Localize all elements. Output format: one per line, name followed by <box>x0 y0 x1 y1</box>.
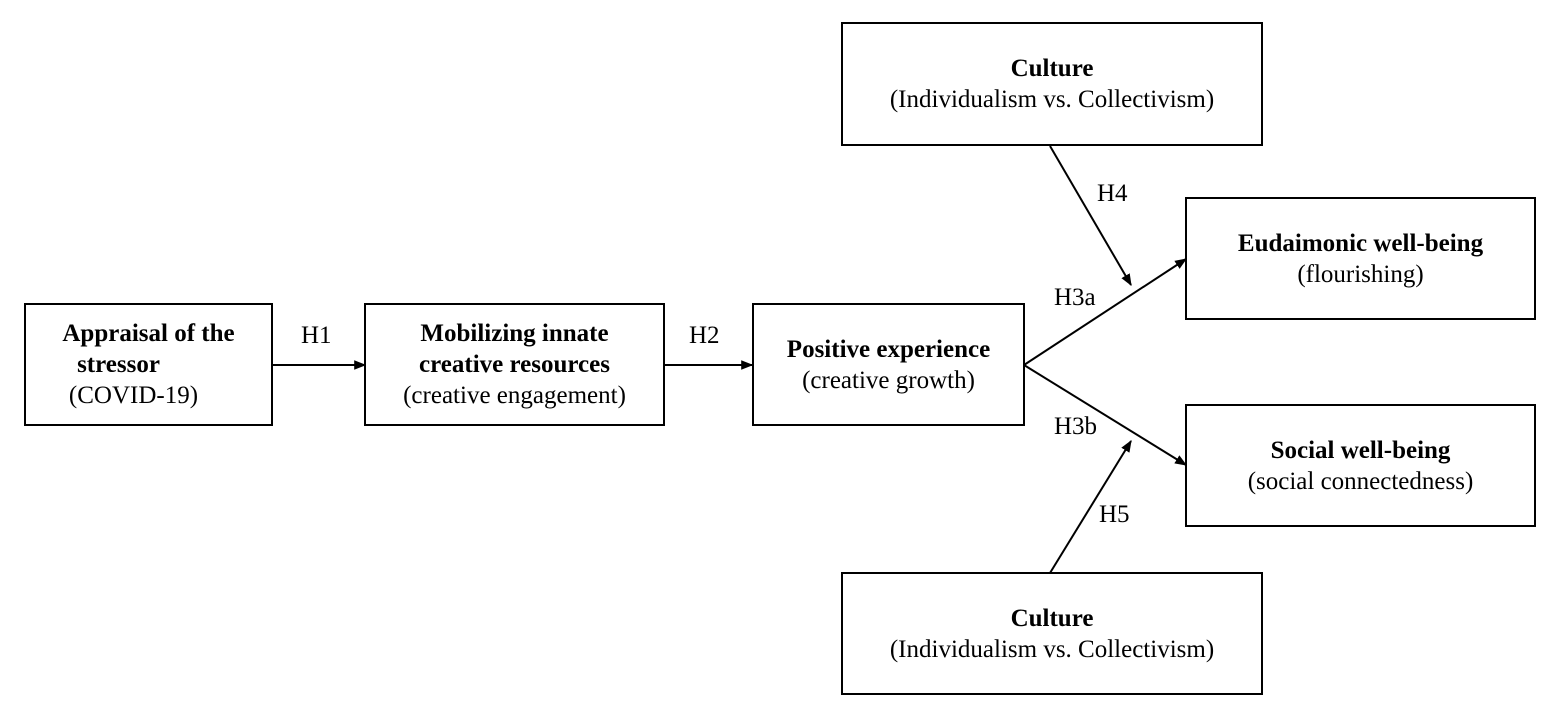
node-eudaimonic-well-being: Eudaimonic well-being (flourishing) <box>1185 197 1536 320</box>
node-mobilizing-title-line1: Mobilizing innate <box>420 320 609 347</box>
node-appraisal-sub: (COVID-19) <box>68 382 199 409</box>
node-social-well-being: Social well-being (social connectedness) <box>1185 404 1536 527</box>
node-positive-sub: (creative growth) <box>802 366 975 394</box>
node-positive-experience: Positive experience (creative growth) <box>752 303 1025 426</box>
edge-label-h4: H4 <box>1097 180 1128 207</box>
edge-label-h3a: H3a <box>1054 284 1096 311</box>
node-appraisal-of-stressor: Appraisal of the stressor (COVID-19) <box>24 303 273 426</box>
node-eudaimonic-sub: (flourishing) <box>1297 260 1424 288</box>
node-appraisal-title-line2: stressor <box>77 351 160 378</box>
node-appraisal-title-line1: Appraisal of the <box>62 320 235 347</box>
node-culture-top: Culture (Individualism vs. Collectivism) <box>841 22 1263 146</box>
node-positive-title: Positive experience <box>786 335 991 363</box>
edge-label-h1: H1 <box>301 322 332 349</box>
node-culture-bottom-sub: (Individualism vs. Collectivism) <box>889 635 1215 663</box>
node-culture-top-title: Culture <box>1010 55 1094 82</box>
arrow-h4 <box>1049 145 1132 287</box>
node-social-sub: (social connectedness) <box>1247 467 1474 495</box>
node-mobilizing-title-line2: creative resources <box>419 351 610 378</box>
arrow-h3b <box>1023 364 1188 466</box>
node-culture-bottom: Culture (Individualism vs. Collectivism) <box>841 572 1263 695</box>
arrow-h5 <box>1049 439 1132 574</box>
node-mobilizing-sub: (creative engagement) <box>403 382 626 409</box>
edge-label-h2: H2 <box>689 322 720 349</box>
node-eudaimonic-title: Eudaimonic well-being <box>1237 229 1484 257</box>
node-mobilizing-creative-resources: Mobilizing innate creative resources (cr… <box>364 303 665 426</box>
node-social-title: Social well-being <box>1270 436 1451 464</box>
arrow-h3a <box>1023 258 1188 366</box>
edge-label-h3b: H3b <box>1054 413 1098 440</box>
edge-label-h5: H5 <box>1099 501 1130 528</box>
node-culture-bottom-title: Culture <box>1010 604 1094 632</box>
node-culture-top-sub: (Individualism vs. Collectivism) <box>889 86 1215 113</box>
